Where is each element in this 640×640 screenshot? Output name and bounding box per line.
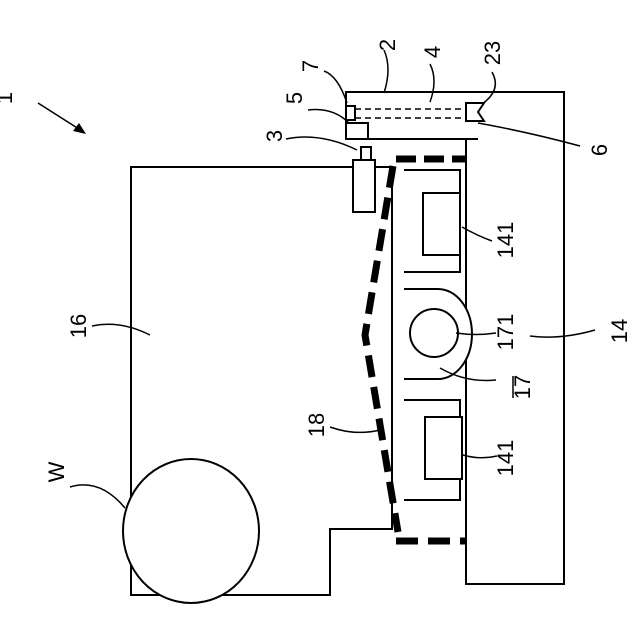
label-end-23: 23 [480,41,505,65]
label-bracket-2: 2 [375,39,400,51]
leader-2 [384,50,388,93]
leader-5 [308,110,349,123]
label-wheel-w: W [44,461,69,482]
label-screw-6: 6 [587,144,612,156]
label-block-141-upper: 141 [493,222,518,259]
leader-7 [324,71,347,103]
arrow-1-head [73,123,86,134]
label-assembly-1: 1 [0,92,17,104]
label-pocket-17: 17 [510,375,535,399]
label-belt-18: 18 [304,413,329,437]
label-pin-171: 171 [493,314,518,351]
block-141-upper [423,193,460,255]
label-frame-14: 14 [607,319,632,343]
arm-5 [346,123,368,139]
block-141-lower [425,417,462,479]
wheel-w [123,459,259,603]
post-3 [353,160,375,212]
arrow-1-shaft [38,103,82,131]
post-3-cap [361,147,371,160]
label-block-141-lower: 141 [493,440,518,477]
label-knob-7: 7 [298,60,323,72]
pin-171 [410,309,458,357]
label-arm-5: 5 [282,92,307,104]
label-rod-4: 4 [420,46,445,58]
label-post-3: 3 [262,130,287,142]
knob-7 [346,106,355,120]
leader-w [70,485,125,508]
label-body-16: 16 [66,314,91,338]
